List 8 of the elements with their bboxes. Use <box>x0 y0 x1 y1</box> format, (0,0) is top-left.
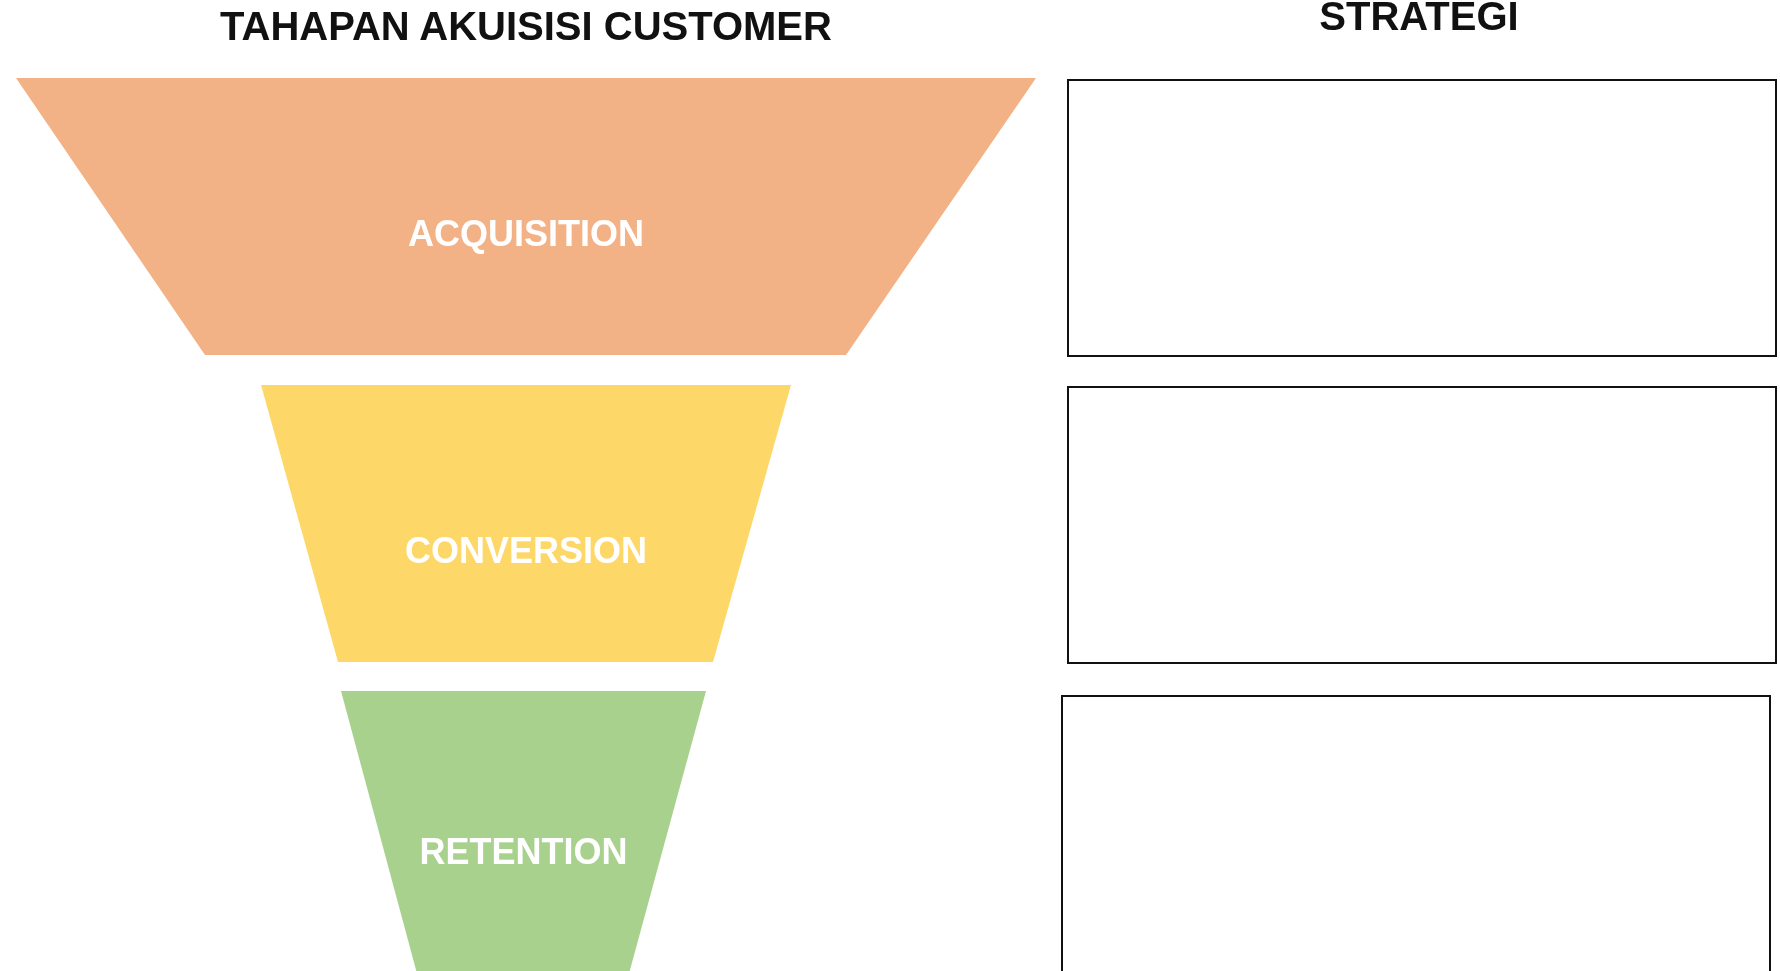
stage-label: ACQUISITION <box>408 213 644 254</box>
strategy-box <box>1067 386 1777 664</box>
stage-label: CONVERSION <box>404 530 647 571</box>
column-heading: TAHAPAN AKUISISI CUSTOMER <box>220 4 832 49</box>
column-heading: STRATEGI <box>1319 0 1519 39</box>
strategy-box <box>1067 79 1777 357</box>
strategy-box <box>1061 695 1771 971</box>
stage-label: RETENTION <box>419 831 628 872</box>
